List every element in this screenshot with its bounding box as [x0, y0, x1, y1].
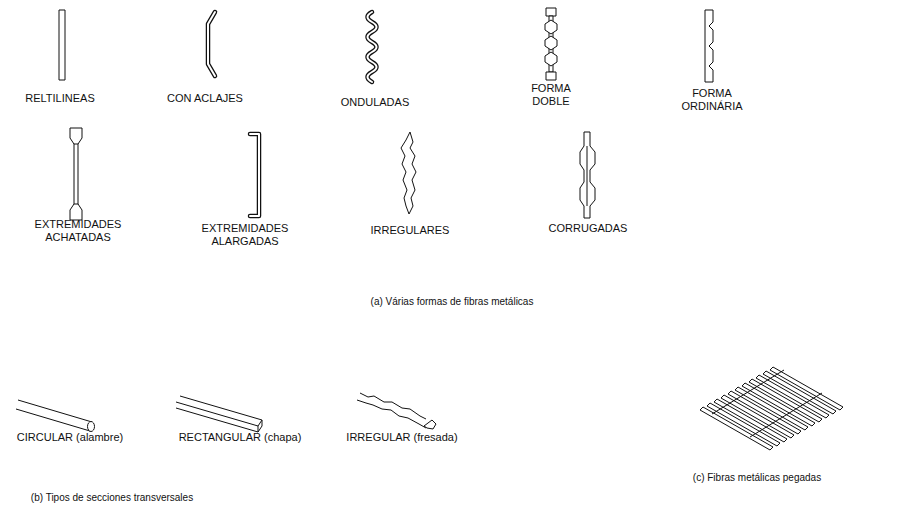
rectangular-section — [176, 396, 262, 432]
figure-caption: (a) Várias formas de fibras metálicas — [371, 296, 534, 308]
rectangular-section-stroke — [258, 420, 262, 432]
straight-fiber — [59, 10, 65, 80]
milled-section-stroke — [424, 420, 436, 429]
milled-section-stroke — [360, 393, 426, 419]
enlarged-ends-fiber-stroke — [250, 134, 259, 216]
enlarged-ends-fiber — [250, 134, 259, 216]
corrugated-fiber-stroke — [580, 132, 595, 218]
fiber-label: EXTREMIDADES ALARGADAS — [197, 222, 293, 248]
glued-fiber-bundle — [700, 367, 843, 450]
fiber-label: FORMA ORDINÁRIA — [677, 87, 747, 113]
circular-section-stroke — [88, 422, 95, 432]
double-shape-fiber-stroke — [545, 20, 557, 34]
anchored-fiber-stroke — [208, 12, 215, 76]
straight-fiber-stroke — [59, 10, 65, 80]
fiber-label: ONDULADAS — [341, 96, 409, 109]
figure-caption: (b) Tipos de secciones transversales — [31, 492, 193, 504]
anchored-fiber-stroke — [208, 12, 215, 76]
fiber-label: FORMA DOBLE — [526, 82, 576, 108]
figure-caption: (c) Fibras metálicas pegadas — [693, 472, 821, 484]
rectangular-section-stroke — [176, 396, 262, 432]
fiber-label: RELTILINEAS — [25, 92, 95, 105]
milled-section — [357, 393, 436, 429]
wavy-fiber-stroke — [368, 12, 377, 82]
circular-section — [16, 400, 95, 432]
double-shape-fiber — [545, 8, 557, 80]
irregular-fiber-stroke — [401, 132, 416, 214]
enlarged-ends-fiber-stroke — [250, 134, 259, 216]
wavy-fiber — [368, 12, 377, 82]
anchored-fiber — [208, 12, 215, 76]
section-label: RECTANGULAR (chapa) — [179, 431, 302, 444]
corrugated-fiber-stroke — [587, 146, 588, 206]
irregular-fiber — [401, 132, 416, 214]
section-label: CIRCULAR (alambre) — [17, 431, 123, 444]
milled-section-stroke — [357, 400, 426, 428]
flattened-ends-fiber-stroke — [70, 204, 82, 220]
double-shape-fiber-stroke — [545, 52, 557, 66]
glued-fiber-bundle-stroke — [712, 370, 822, 437]
fiber-label: IRREGULARES — [371, 224, 450, 237]
fiber-label: CORRUGADAS — [549, 222, 628, 235]
double-shape-fiber-stroke — [545, 36, 557, 50]
glued-fiber-bundle-stroke — [763, 371, 836, 414]
fiber-label: CON ACLAJES — [167, 92, 243, 105]
circular-section-stroke — [16, 400, 92, 431]
flattened-ends-fiber — [70, 128, 82, 220]
corrugated-fiber — [580, 132, 595, 218]
fiber-label: EXTREMIDADES ACHATADAS — [30, 218, 126, 244]
ordinary-shape-fiber — [705, 10, 713, 82]
double-shape-fiber-stroke — [546, 8, 556, 16]
flattened-ends-fiber-stroke — [74, 143, 78, 205]
wavy-fiber-stroke — [368, 12, 377, 82]
glued-fiber-bundle-stroke — [770, 367, 843, 410]
double-shape-fiber-stroke — [546, 72, 556, 80]
flattened-ends-fiber-stroke — [70, 128, 82, 144]
section-label: IRREGULAR (fresada) — [346, 431, 457, 444]
ordinary-shape-fiber-stroke — [705, 10, 713, 82]
